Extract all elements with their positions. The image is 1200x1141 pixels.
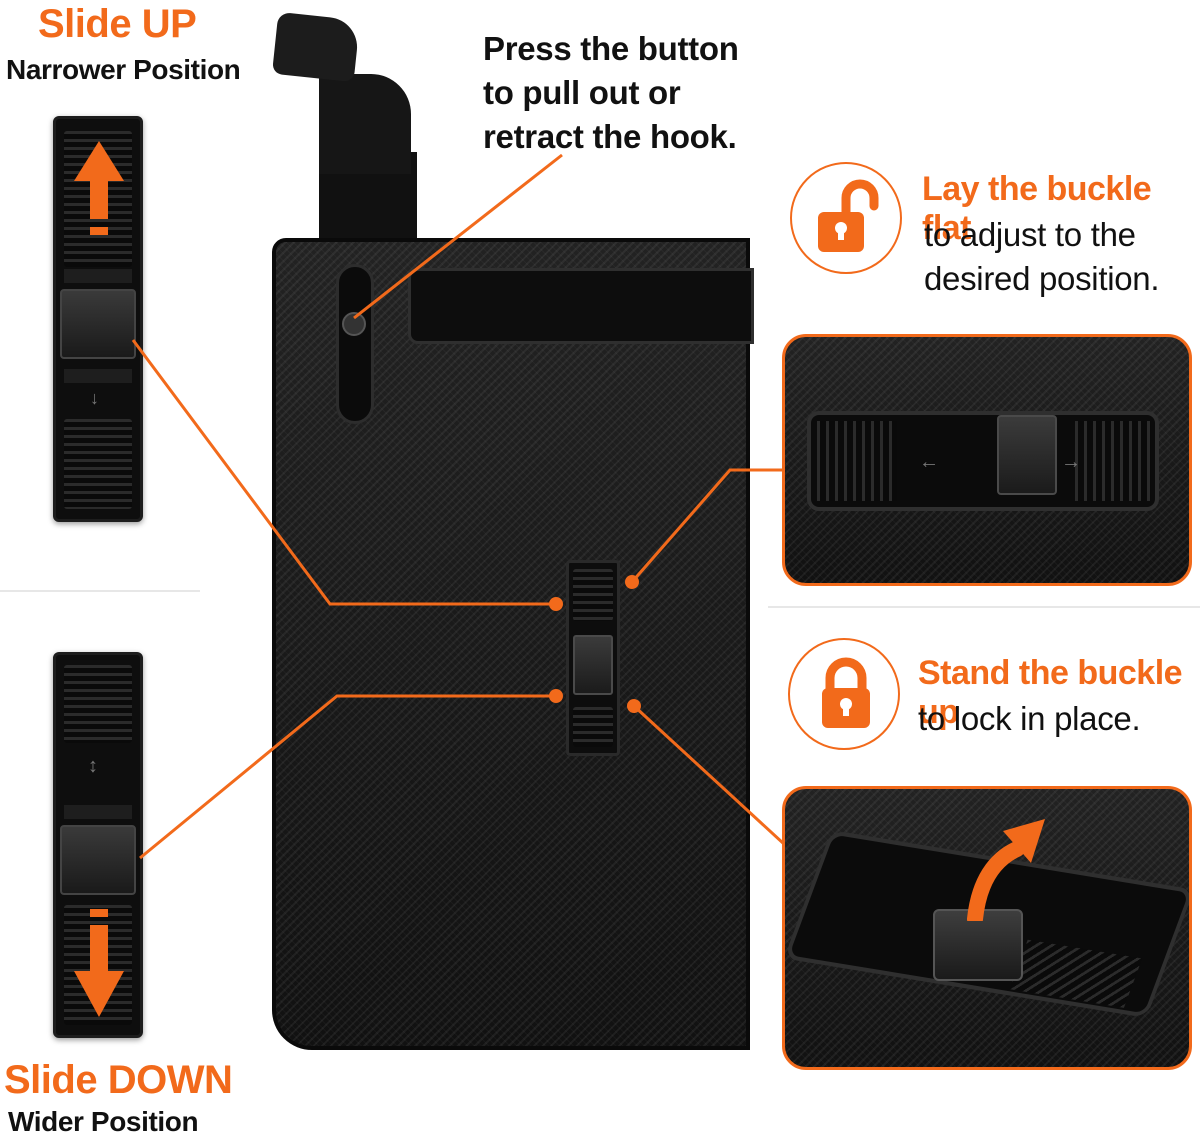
- unlocked-padlock-icon: [818, 179, 879, 252]
- hook: [271, 11, 417, 244]
- slider-knob: [60, 825, 136, 895]
- lock-title: Stand the buckle up: [918, 654, 1183, 731]
- locked-padlock-icon: [822, 657, 870, 728]
- unlock-line2: desired position.: [924, 260, 1160, 297]
- hook-button[interactable]: [342, 312, 366, 336]
- flat-buckle-panel: ← →: [782, 334, 1192, 586]
- slider-up-illustration: ↓: [53, 116, 143, 522]
- slider-knob: [60, 289, 136, 359]
- wider-position-label: Wider Position: [8, 1106, 199, 1137]
- hook-note-line1: Press the button: [483, 30, 739, 67]
- lock-line1: to lock in place.: [918, 700, 1141, 737]
- slide-up-title: Slide UP: [38, 2, 197, 46]
- arrow-up-icon: [74, 141, 124, 235]
- arrow-up-icon: [967, 819, 1045, 921]
- hook-note-line3: retract the hook.: [483, 118, 737, 155]
- slide-down-title: Slide DOWN: [4, 1058, 233, 1102]
- product-card: [272, 238, 754, 1050]
- lock-badge: [788, 638, 900, 750]
- narrower-position-label: Narrower Position: [6, 54, 241, 85]
- hook-slot: [336, 264, 374, 424]
- unlock-badge: [790, 162, 902, 274]
- unlock-line1: to adjust to the: [924, 216, 1136, 253]
- upright-buckle-panel: [782, 786, 1192, 1070]
- hook-note-line2: to pull out or: [483, 74, 681, 111]
- arrow-down-icon: [74, 909, 124, 1017]
- slider-down-illustration: ↕: [53, 652, 143, 1038]
- unlock-title: Lay the buckle flat: [922, 170, 1152, 247]
- center-slider[interactable]: [566, 560, 620, 756]
